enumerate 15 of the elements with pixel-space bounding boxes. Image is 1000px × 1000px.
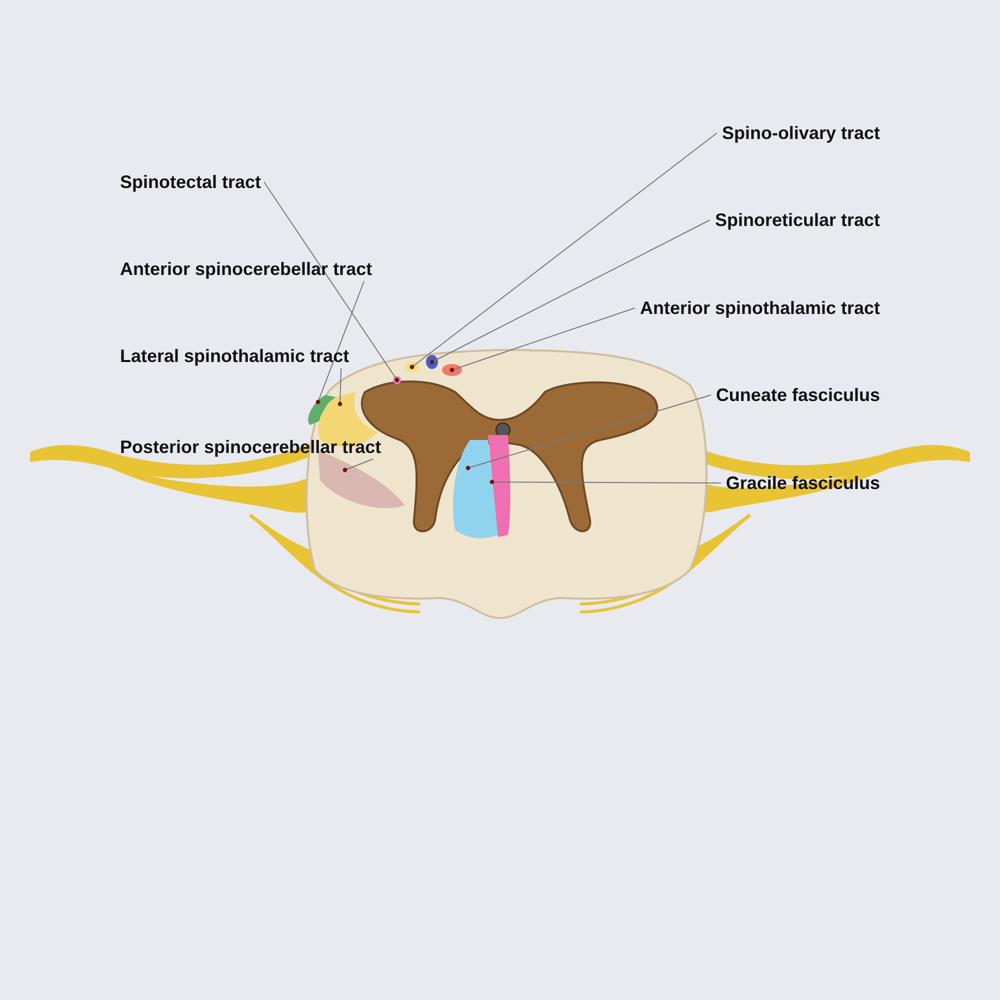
leader-line — [430, 220, 710, 364]
leader-line — [316, 280, 365, 404]
tract-label: Spinotectal tract — [120, 171, 262, 193]
tract-label: Anterior spinothalamic tract — [640, 297, 880, 319]
tract-label: Spino-olivary tract — [722, 122, 880, 144]
leader-line — [490, 480, 722, 484]
tract-label: Cuneate fasciculus — [716, 384, 880, 406]
leader-line — [450, 308, 636, 372]
tract-label: Lateral spinothalamic tract — [120, 345, 350, 367]
tract-label: Anterior spinocerebellar tract — [120, 258, 372, 280]
tract-label: Spinoreticular tract — [714, 209, 880, 231]
leader-line — [342, 458, 374, 472]
leader-line — [338, 368, 342, 406]
leader-line — [264, 182, 400, 382]
leader-line — [410, 132, 718, 370]
